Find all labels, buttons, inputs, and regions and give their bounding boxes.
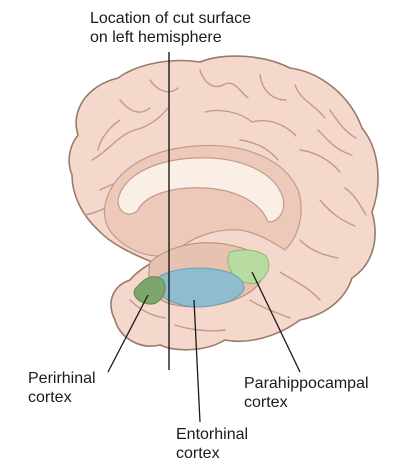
parahippocampal-label-line1: Parahippocampal bbox=[244, 374, 369, 393]
entorhinal-label: Entorhinal cortex bbox=[176, 425, 248, 463]
entorhinal-label-line1: Entorhinal bbox=[176, 425, 248, 444]
perirhinal-label-line1: Perirhinal bbox=[28, 369, 96, 388]
cut-location-label: Location of cut surface on left hemisphe… bbox=[90, 9, 251, 47]
parahippocampal-label-line2: cortex bbox=[244, 393, 369, 412]
perirhinal-label-line2: cortex bbox=[28, 388, 96, 407]
entorhinal-label-line2: cortex bbox=[176, 444, 248, 463]
cut-location-label-line1: Location of cut surface bbox=[90, 9, 251, 28]
perirhinal-label: Perirhinal cortex bbox=[28, 369, 96, 407]
parahippocampal-label: Parahippocampal cortex bbox=[244, 374, 369, 412]
cut-location-label-line2: on left hemisphere bbox=[90, 28, 251, 47]
